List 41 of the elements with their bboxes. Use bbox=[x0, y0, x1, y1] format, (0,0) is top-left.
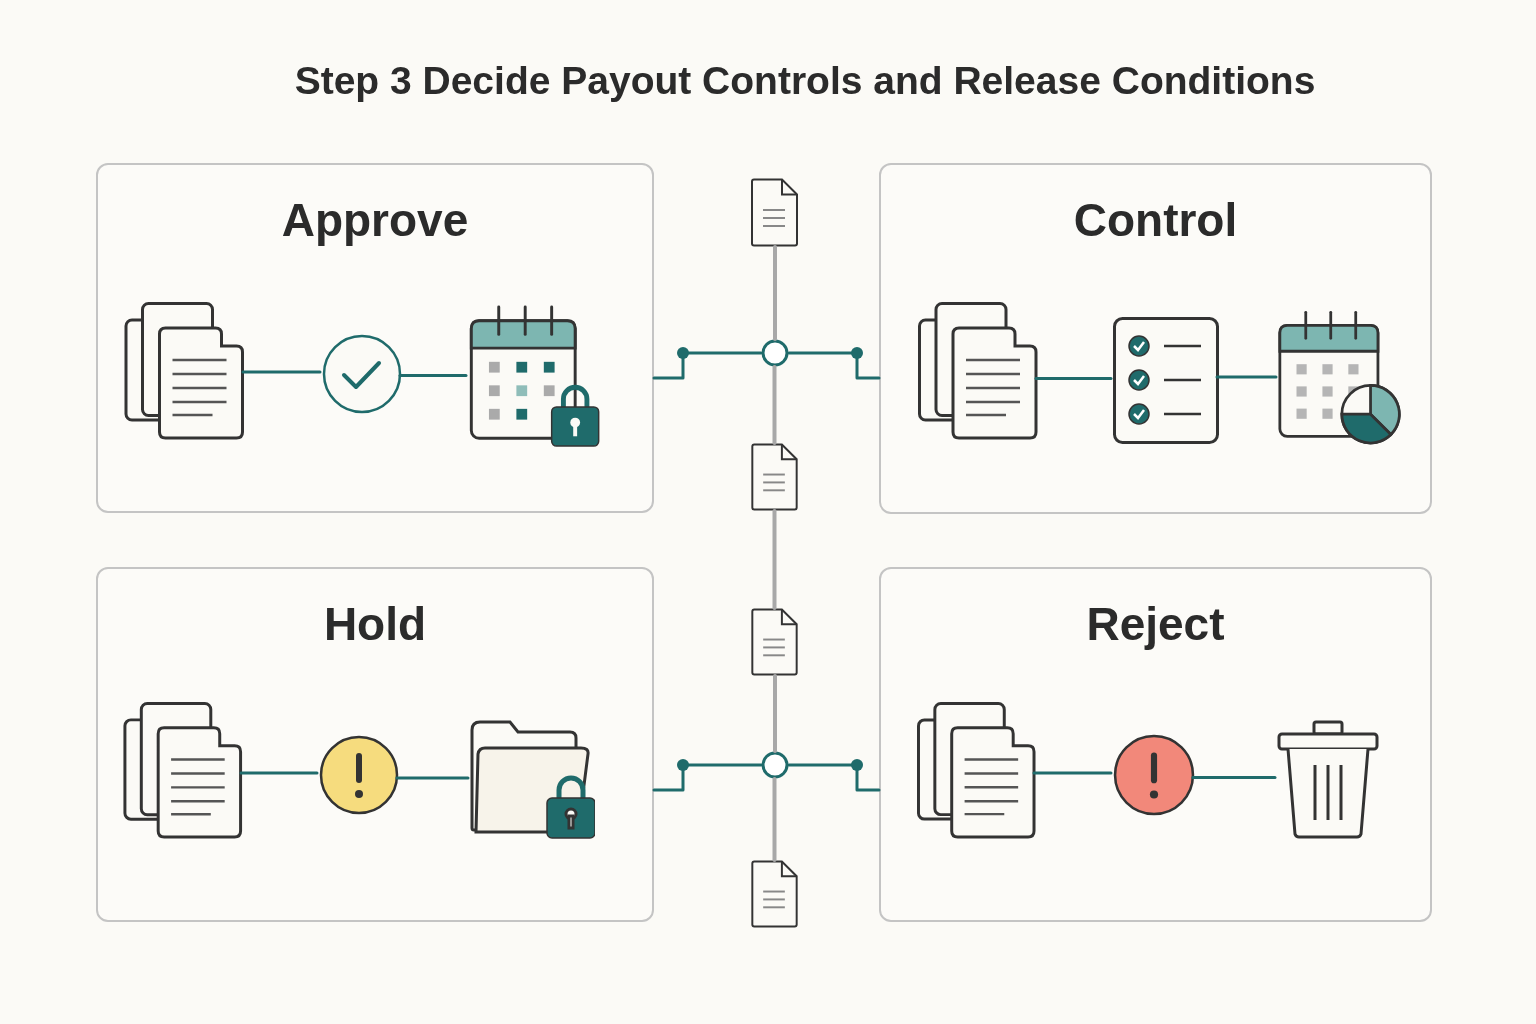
document-icon bbox=[750, 608, 799, 676]
connector-line bbox=[787, 763, 881, 792]
checklist-icon bbox=[1113, 317, 1219, 444]
connector-line bbox=[652, 351, 763, 380]
warning-circle-icon bbox=[319, 735, 399, 815]
connector-line bbox=[398, 374, 468, 377]
error-circle-icon bbox=[1113, 734, 1195, 816]
category-panel bbox=[879, 567, 1432, 922]
connector-line bbox=[773, 674, 777, 753]
check-circle-icon bbox=[322, 334, 402, 414]
trash-bin-icon bbox=[1277, 720, 1379, 839]
calendar-lock-icon bbox=[468, 305, 602, 450]
connector-line bbox=[239, 771, 319, 775]
connector-line bbox=[1191, 776, 1277, 779]
category-panel bbox=[96, 567, 654, 922]
connector-line bbox=[787, 351, 881, 380]
folder-lock-icon bbox=[470, 720, 595, 840]
document-stack-icon bbox=[918, 302, 1038, 440]
circle-icon bbox=[761, 339, 789, 367]
connector-line bbox=[395, 776, 470, 780]
document-stack-icon bbox=[917, 702, 1036, 839]
connector-line bbox=[241, 370, 322, 374]
connector-line bbox=[1034, 377, 1113, 380]
connector-line bbox=[1215, 375, 1278, 379]
connector-line bbox=[772, 777, 777, 862]
document-icon bbox=[750, 178, 799, 247]
category-panel bbox=[879, 163, 1432, 514]
connector-line bbox=[1032, 771, 1113, 775]
document-stack-icon bbox=[123, 702, 243, 839]
category-panel bbox=[96, 163, 654, 513]
panel-heading: Hold bbox=[322, 601, 428, 647]
connector-line bbox=[772, 509, 777, 610]
connector-line bbox=[772, 365, 777, 445]
connector-line bbox=[652, 763, 763, 792]
document-icon bbox=[750, 443, 799, 511]
connector-line bbox=[773, 245, 777, 341]
document-stack-icon bbox=[124, 302, 245, 440]
panel-heading: Control bbox=[1072, 197, 1239, 243]
circle-icon bbox=[761, 751, 789, 779]
document-icon bbox=[750, 860, 799, 928]
diagram-title: Step 3 Decide Payout Controls and Release Conditions bbox=[293, 58, 1317, 104]
